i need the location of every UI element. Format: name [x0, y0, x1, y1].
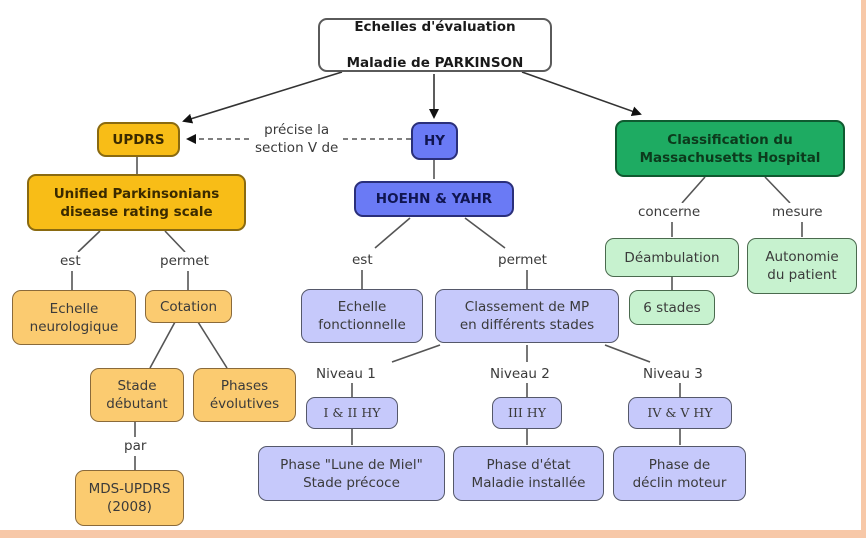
stage-i-ii-hy-node[interactable]: I & II HY [306, 397, 398, 429]
massachusetts-link-concerne: concerne [636, 203, 703, 221]
root-title-line1: Echelles d'évaluation [354, 19, 516, 35]
six-stades-node[interactable]: 6 stades [629, 290, 715, 325]
phase-declin-node[interactable]: Phase de déclin moteur [613, 446, 746, 501]
frame-border-bottom [0, 530, 866, 538]
frame-border-right [861, 0, 866, 538]
phase-lune-de-miel-node[interactable]: Phase "Lune de Miel" Stade précoce [258, 446, 445, 501]
hy-link-est: est [350, 251, 375, 269]
stage-iv-v-hy-node[interactable]: IV & V HY [628, 397, 732, 429]
updrs-link-par: par [122, 437, 149, 455]
phase-etat-node[interactable]: Phase d'état Maladie installée [453, 446, 604, 501]
updrs-node[interactable]: UPDRS [97, 122, 180, 157]
mds-updrs-node[interactable]: MDS-UPDRS (2008) [75, 470, 184, 526]
level-3-label: Niveau 3 [641, 365, 705, 383]
updrs-link-permet: permet [158, 252, 211, 270]
cotation-node[interactable]: Cotation [145, 290, 232, 323]
autonomie-patient-node[interactable]: Autonomie du patient [747, 238, 857, 294]
root-title-node[interactable]: Echelles d'évaluation Maladie de PARKINS… [318, 18, 552, 72]
updrs-full-name-node[interactable]: Unified Parkinsonians disease rating sca… [27, 174, 246, 231]
echelle-fonctionnelle-node[interactable]: Echelle fonctionnelle [301, 289, 423, 343]
root-title-line2: Maladie de PARKINSON [346, 55, 524, 71]
echelle-neurologique-node[interactable]: Echelle neurologique [12, 290, 136, 345]
level-2-label: Niveau 2 [488, 365, 552, 383]
cross-link-label: précise la section V de [253, 121, 341, 157]
level-1-label: Niveau 1 [314, 365, 378, 383]
hy-link-permet: permet [496, 251, 549, 269]
classement-mp-node[interactable]: Classement de MP en différents stades [435, 289, 619, 343]
hoehn-yahr-node[interactable]: HOEHN & YAHR [354, 181, 514, 217]
arrow-root-to-updrs [182, 71, 343, 124]
deambulation-node[interactable]: Déambulation [605, 238, 739, 277]
arrow-root-to-massachusetts [521, 71, 642, 117]
hy-node[interactable]: HY [411, 122, 458, 160]
massachusetts-classification-node[interactable]: Classification du Massachusetts Hospital [615, 120, 845, 177]
updrs-link-est: est [58, 252, 83, 270]
stage-iii-hy-node[interactable]: III HY [492, 397, 562, 429]
stade-debutant-node[interactable]: Stade débutant [90, 368, 184, 422]
phases-evolutives-node[interactable]: Phases évolutives [193, 368, 296, 422]
massachusetts-link-mesure: mesure [770, 203, 825, 221]
